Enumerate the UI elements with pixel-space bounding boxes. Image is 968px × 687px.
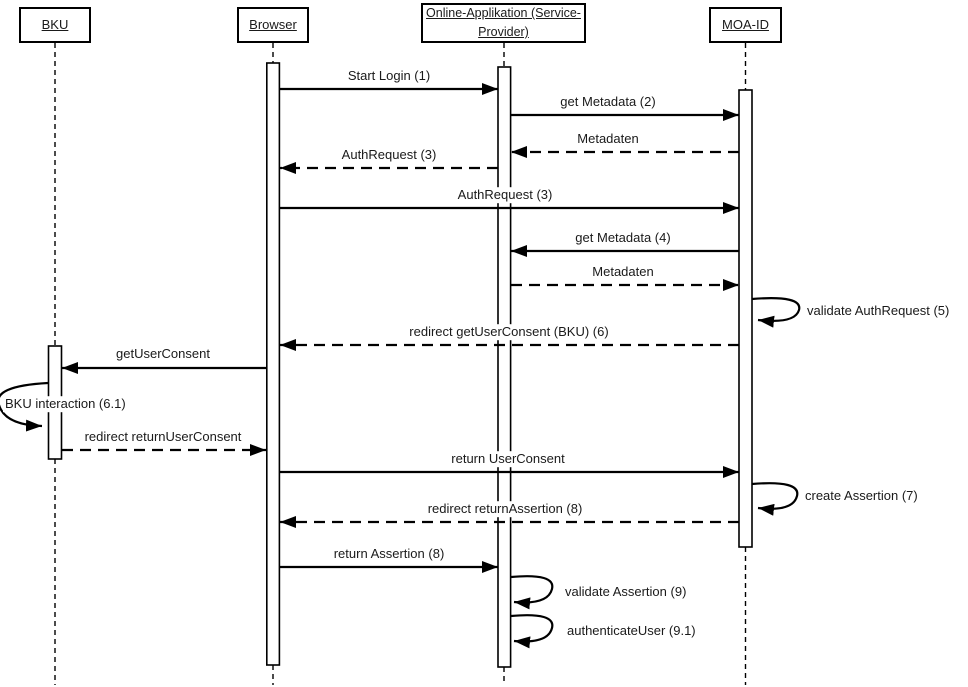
message-label-redirect-returnuserconsent: redirect returnUserConsent [81, 429, 245, 445]
selfloop-authenticateuser [510, 614, 554, 649]
selfloop-create-assertion [751, 482, 799, 516]
actor-name-label: MOA-ID [722, 17, 769, 33]
message-label-authenticateuser: authenticateUser (9.1) [565, 623, 698, 639]
message-label-metadaten-2: Metadaten [589, 264, 657, 280]
actor-box-browser: Browser [237, 7, 309, 43]
actor-name-label: Online-Applikation (Service- Provider) [426, 6, 581, 39]
actor-box-bku: BKU [19, 7, 91, 43]
message-label-authrequest-redirect: AuthRequest (3) [338, 147, 440, 163]
actor-name-label: BKU [41, 17, 69, 33]
message-label-getuserconsent: getUserConsent [113, 346, 213, 362]
message-label-return-userconsent: return UserConsent [448, 451, 568, 467]
selfloop-bku-interaction [0, 381, 49, 432]
message-label-create-assertion: create Assertion (7) [803, 488, 920, 504]
activation-bar-online-applikation [497, 66, 512, 668]
activation-bar-moa-id [738, 89, 753, 548]
message-label-redirect-getuserconsent: redirect getUserConsent (BKU) (6) [406, 324, 612, 340]
message-label-validate-authrequest: validate AuthRequest (5) [805, 303, 952, 319]
actor-name-label: Browser [249, 17, 297, 33]
message-label-start-login: Start Login (1) [344, 68, 434, 84]
actor-box-online-applikation: Online-Applikation (Service- Provider) [421, 3, 586, 43]
activation-bar-browser [265, 62, 281, 666]
message-label-bku-interaction: BKU interaction (6.1) [3, 396, 128, 412]
message-label-authrequest-forward: AuthRequest (3) [454, 187, 556, 203]
message-label-get-metadata-4: get Metadata (4) [572, 230, 674, 246]
message-label-get-metadata-2: get Metadata (2) [557, 94, 659, 110]
message-label-metadaten: Metadaten [574, 131, 642, 147]
message-label-validate-assertion: validate Assertion (9) [563, 584, 689, 600]
message-label-redirect-returnassertion: redirect returnAssertion (8) [424, 501, 586, 517]
selfloop-validate-authrequest [751, 297, 801, 328]
actor-box-moa-id: MOA-ID [709, 7, 782, 43]
selfloop-validate-assertion [510, 575, 554, 610]
message-label-return-assertion: return Assertion (8) [330, 546, 448, 562]
